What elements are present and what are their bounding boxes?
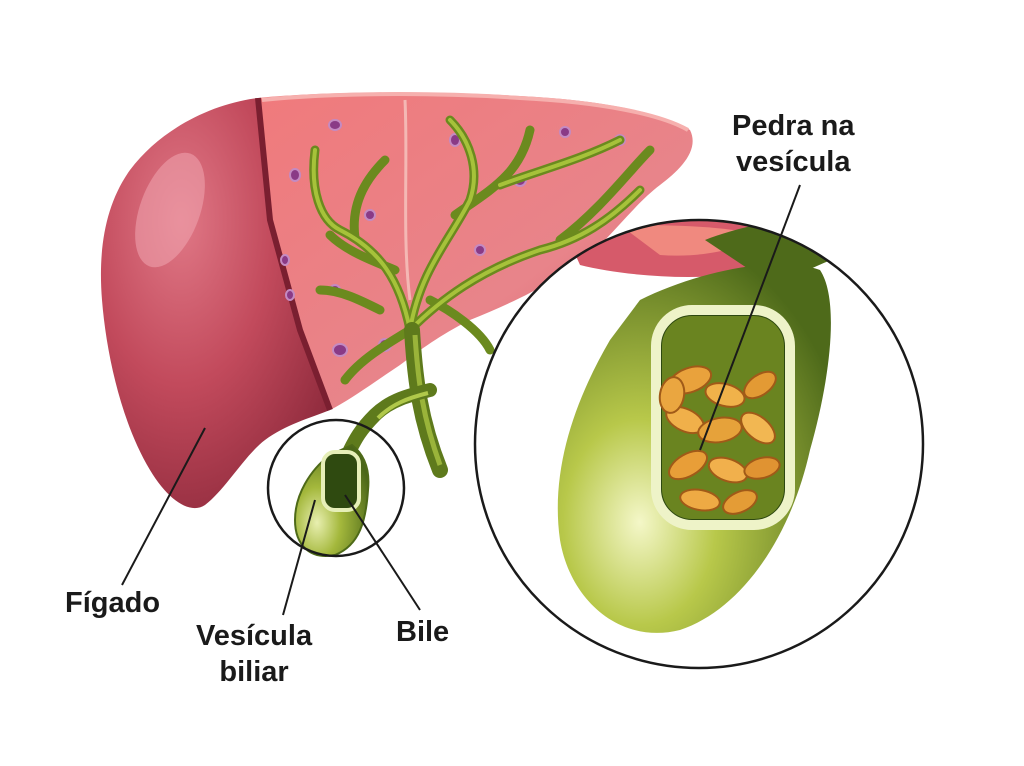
liver-label-text: Fígado [65, 587, 161, 619]
gallbladder-label-line1: Vesícula [196, 620, 313, 652]
gallbladder-label: Vesícula biliar [196, 618, 312, 690]
bile-label-text: Bile [396, 616, 450, 648]
gallstone-label-line1: Pedra na [732, 110, 855, 142]
bile-label: Bile [396, 614, 449, 650]
gallstones [658, 365, 781, 515]
gallbladder [293, 443, 370, 557]
liver [100, 92, 693, 509]
gallbladder-label-line2: biliar [219, 656, 289, 688]
gallstone-zoom-view [473, 218, 925, 670]
liver-label: Fígado [65, 585, 160, 621]
leader-lines [121, 184, 801, 616]
zoom-source-circle [266, 418, 406, 558]
gallstone-label: Pedra na vesícula [732, 108, 855, 180]
gallstone-label-line2: vesícula [736, 146, 851, 178]
